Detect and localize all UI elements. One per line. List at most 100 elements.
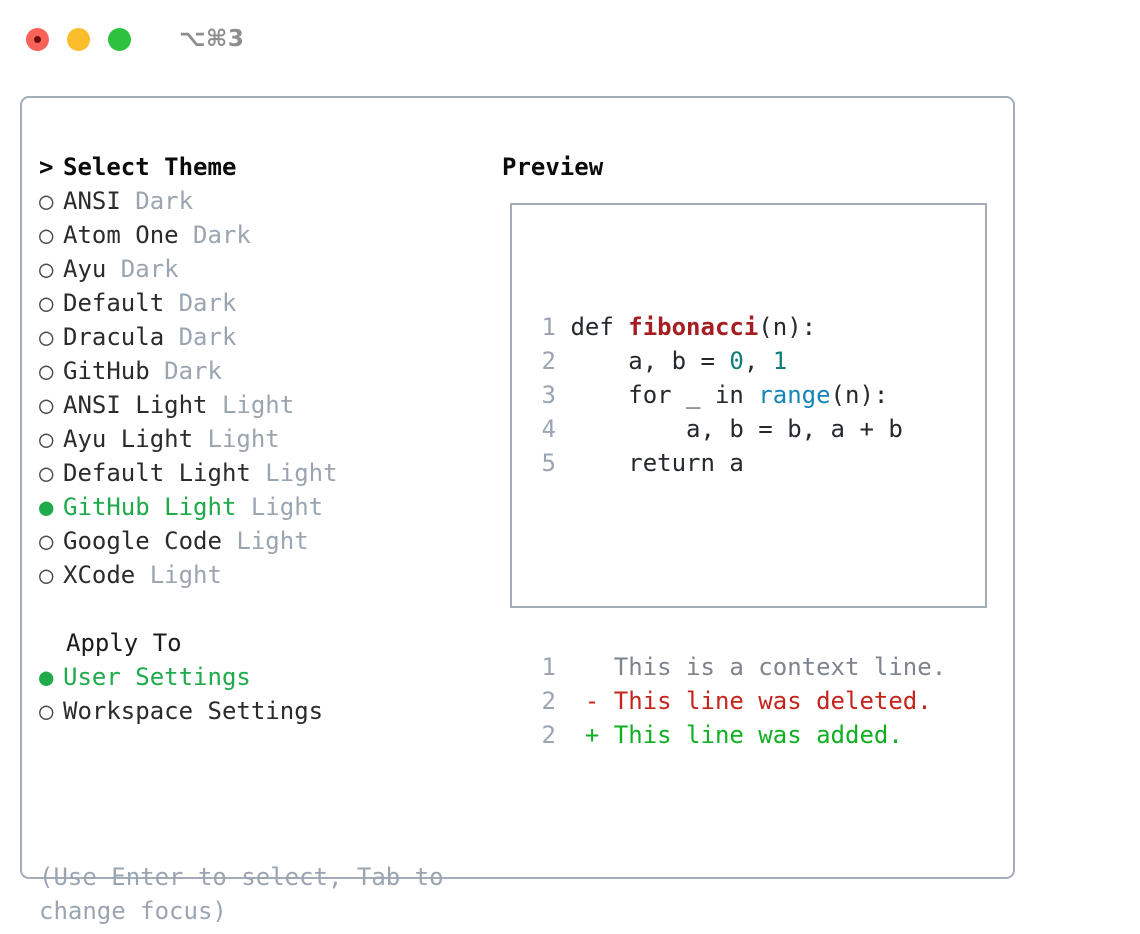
theme-variant-badge: Light	[135, 561, 222, 589]
radio-unselected-icon: ○	[39, 357, 54, 385]
line-number: 4	[541, 415, 556, 443]
theme-name-label: XCode	[63, 561, 136, 589]
diff-gutter-gap	[556, 721, 585, 749]
line-number-gap	[556, 313, 570, 341]
code-token-plain: (n):	[758, 313, 817, 341]
apply-to-item[interactable]: ● User Settings	[39, 660, 499, 694]
diff-marker: -	[584, 687, 600, 715]
code-token-plain: return a	[570, 449, 744, 477]
select-theme-header: > Select Theme	[39, 150, 499, 184]
diff-gutter-gap	[556, 653, 585, 681]
theme-name-label: Default Light	[63, 459, 251, 487]
titlebar: ⌥⌘3	[0, 0, 1140, 78]
diff-text: This is a context line.	[599, 653, 947, 681]
theme-list-item[interactable]: ○ ANSI Dark	[39, 184, 499, 218]
theme-list-item[interactable]: ○Atom One Dark	[39, 218, 499, 252]
apply-to-item[interactable]: ○Workspace Settings	[39, 694, 499, 728]
theme-name-label: GitHub Light	[63, 493, 237, 521]
radio-unselected-icon: ○	[39, 561, 54, 589]
radio-unselected-icon: ○	[39, 289, 54, 317]
line-number: 5	[541, 449, 556, 477]
radio-selected-icon: ●	[39, 493, 54, 521]
preview-column: Preview	[502, 150, 992, 184]
apply-to-list: ● User Settings ○Workspace Settings	[39, 660, 499, 728]
diff-text: This line was added.	[599, 721, 903, 749]
theme-list-item[interactable]: ○ GitHub Dark	[39, 354, 499, 388]
diff-gutter-gap	[556, 687, 585, 715]
line-number-gap	[556, 347, 570, 375]
diff-line: 2 + This line was added.	[532, 718, 946, 752]
close-window-button[interactable]	[26, 27, 49, 51]
theme-list-item[interactable]: ○ ANSI Light Light	[39, 388, 499, 422]
code-line: 2 a, b = 0, 1	[532, 344, 946, 378]
theme-variant-badge: Light	[193, 425, 280, 453]
theme-variant-badge: Light	[236, 493, 324, 521]
line-number-gap	[556, 415, 570, 443]
line-number: 2	[541, 347, 556, 375]
main-panel: >Select Theme ○ANSI Dark○Atom One Dark○A…	[20, 96, 1015, 925]
radio-unselected-icon: ○	[39, 391, 54, 419]
code-token-plain: def	[570, 313, 629, 341]
radio-unselected-icon: ○	[39, 221, 54, 249]
code-token-plain: a, b =	[570, 347, 730, 375]
theme-name-label: Default	[63, 289, 165, 317]
code-line: 4 a, b = b, a + b	[532, 412, 946, 446]
minimize-window-button[interactable]	[67, 27, 90, 51]
line-number: 1	[541, 653, 556, 681]
theme-list-item[interactable]: ○Default Light Light	[39, 456, 499, 490]
theme-list-item[interactable]: ● GitHub Light Light	[39, 490, 499, 524]
line-number: 3	[541, 381, 556, 409]
code-token-plain: for _ in	[570, 381, 759, 409]
apply-to-header: Apply To	[66, 629, 182, 657]
select-theme-header-label: Select Theme	[63, 153, 237, 181]
zoom-window-button[interactable]	[108, 27, 131, 51]
radio-unselected-icon: ○	[39, 187, 54, 215]
radio-unselected-icon: ○	[39, 527, 54, 555]
line-number: 1	[541, 313, 556, 341]
code-line: 1 def fibonacci(n):	[532, 310, 946, 344]
theme-variant-badge: Dark	[164, 323, 237, 351]
theme-name-label: ANSI	[63, 187, 121, 215]
apply-to-label: User Settings	[63, 663, 251, 691]
theme-list-item[interactable]: ○Ayu Light Light	[39, 422, 499, 456]
diff-marker: +	[584, 721, 600, 749]
keyboard-shortcut-label: ⌥⌘3	[179, 26, 245, 52]
window-controls	[26, 27, 131, 51]
line-number: 2	[541, 687, 556, 715]
code-token-call: range	[758, 381, 831, 409]
theme-list: ○ANSI Dark○Atom One Dark○Ayu Dark○Defaul…	[39, 184, 499, 592]
code-token-num: 1	[772, 347, 788, 375]
theme-list-item[interactable]: ○Ayu Dark	[39, 252, 499, 286]
code-token-plain: a, b = b, a + b	[570, 415, 903, 443]
code-token-fn: fibonacci	[628, 313, 759, 341]
theme-name-label: Dracula	[63, 323, 165, 351]
radio-unselected-icon: ○	[39, 697, 54, 725]
theme-variant-badge: Dark	[120, 187, 194, 215]
theme-name-label: Atom One	[63, 221, 179, 249]
theme-list-item[interactable]: ○ Default Dark	[39, 286, 499, 320]
diff-marker	[585, 653, 599, 681]
theme-list-item[interactable]: ○Dracula Dark	[39, 320, 499, 354]
diff-text: This line was deleted.	[599, 687, 932, 715]
diff-line: 1 This is a context line.	[532, 650, 947, 684]
theme-name-label: GitHub	[63, 357, 150, 385]
radio-selected-icon: ●	[39, 663, 54, 691]
theme-list-item[interactable]: ○ Google Code Light	[39, 524, 499, 558]
code-token-plain: ,	[743, 347, 773, 375]
theme-variant-badge: Dark	[164, 289, 237, 317]
code-token-plain: (n):	[830, 381, 889, 409]
keyboard-hint-text: (Use Enter to select, Tab to change focu…	[39, 863, 444, 925]
diff-lines: 1 This is a context line. 2 - This line w…	[532, 650, 947, 752]
radio-unselected-icon: ○	[39, 425, 54, 453]
preview-title: Preview	[502, 153, 604, 181]
line-number-gap	[556, 449, 570, 477]
theme-list-item[interactable]: ○ XCode Light	[39, 558, 499, 592]
theme-name-label: ANSI Light	[63, 391, 208, 419]
theme-variant-badge: Light	[221, 527, 309, 555]
theme-variant-badge: Light	[207, 391, 295, 419]
theme-variant-badge: Dark	[149, 357, 222, 385]
focus-caret-icon: >	[39, 153, 54, 181]
theme-name-label: Google Code	[63, 527, 222, 555]
